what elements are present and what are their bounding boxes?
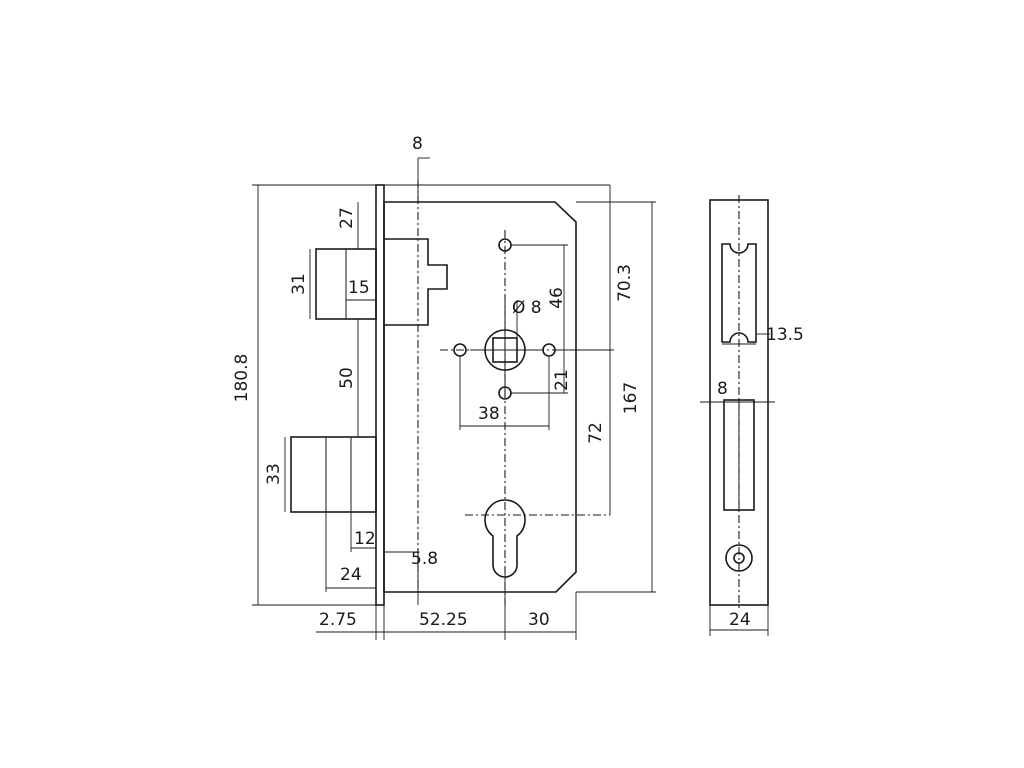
dim-side-width: 24 <box>729 610 751 630</box>
front-view <box>290 180 610 606</box>
latch-slot <box>721 243 757 343</box>
dim-latch-height: 31 <box>289 273 309 295</box>
cylinder-cutout <box>484 499 526 578</box>
dim-faceplate-gap: 5.8 <box>411 549 438 569</box>
front-dimensions: 180.8 8 27 31 15 50 33 12 24 Ø 8 <box>232 134 656 640</box>
dim-latch-to-bolt: 50 <box>337 367 357 389</box>
dim-latch-depth: 15 <box>348 278 370 298</box>
dim-top-gap: 8 <box>412 134 423 154</box>
deadbolt <box>290 436 377 513</box>
dim-side-slot-width: 8 <box>717 379 728 399</box>
dim-spindle-square: Ø 8 <box>512 298 542 318</box>
dim-body-height: 167 <box>621 382 641 414</box>
dim-bolt-height: 33 <box>264 463 284 485</box>
side-view: 13.5 8 24 <box>700 195 804 636</box>
dim-backset: 52.25 <box>419 610 468 630</box>
dim-bolt-depth-inner: 12 <box>354 529 376 549</box>
dim-spindle-to-cylinder: 72 <box>586 422 606 444</box>
dim-cylinder-to-edge: 30 <box>528 610 550 630</box>
dim-bolt-depth-outer: 24 <box>340 565 362 585</box>
dim-spindle-to-bottom-hole: 21 <box>552 369 572 391</box>
dim-side-slot-height: 13.5 <box>766 325 804 345</box>
dim-spindle-to-top-hole: 46 <box>547 287 567 309</box>
dim-faceplate-thickness: 2.75 <box>319 610 357 630</box>
dim-hole-spacing: 38 <box>478 404 500 424</box>
faceplate <box>375 184 385 606</box>
dim-overall-height: 180.8 <box>232 354 252 403</box>
lock-body <box>383 201 577 593</box>
dim-top-to-spindle: 70.3 <box>615 264 635 302</box>
dim-latch-offset: 27 <box>337 207 357 229</box>
latch-bolt <box>315 238 448 326</box>
